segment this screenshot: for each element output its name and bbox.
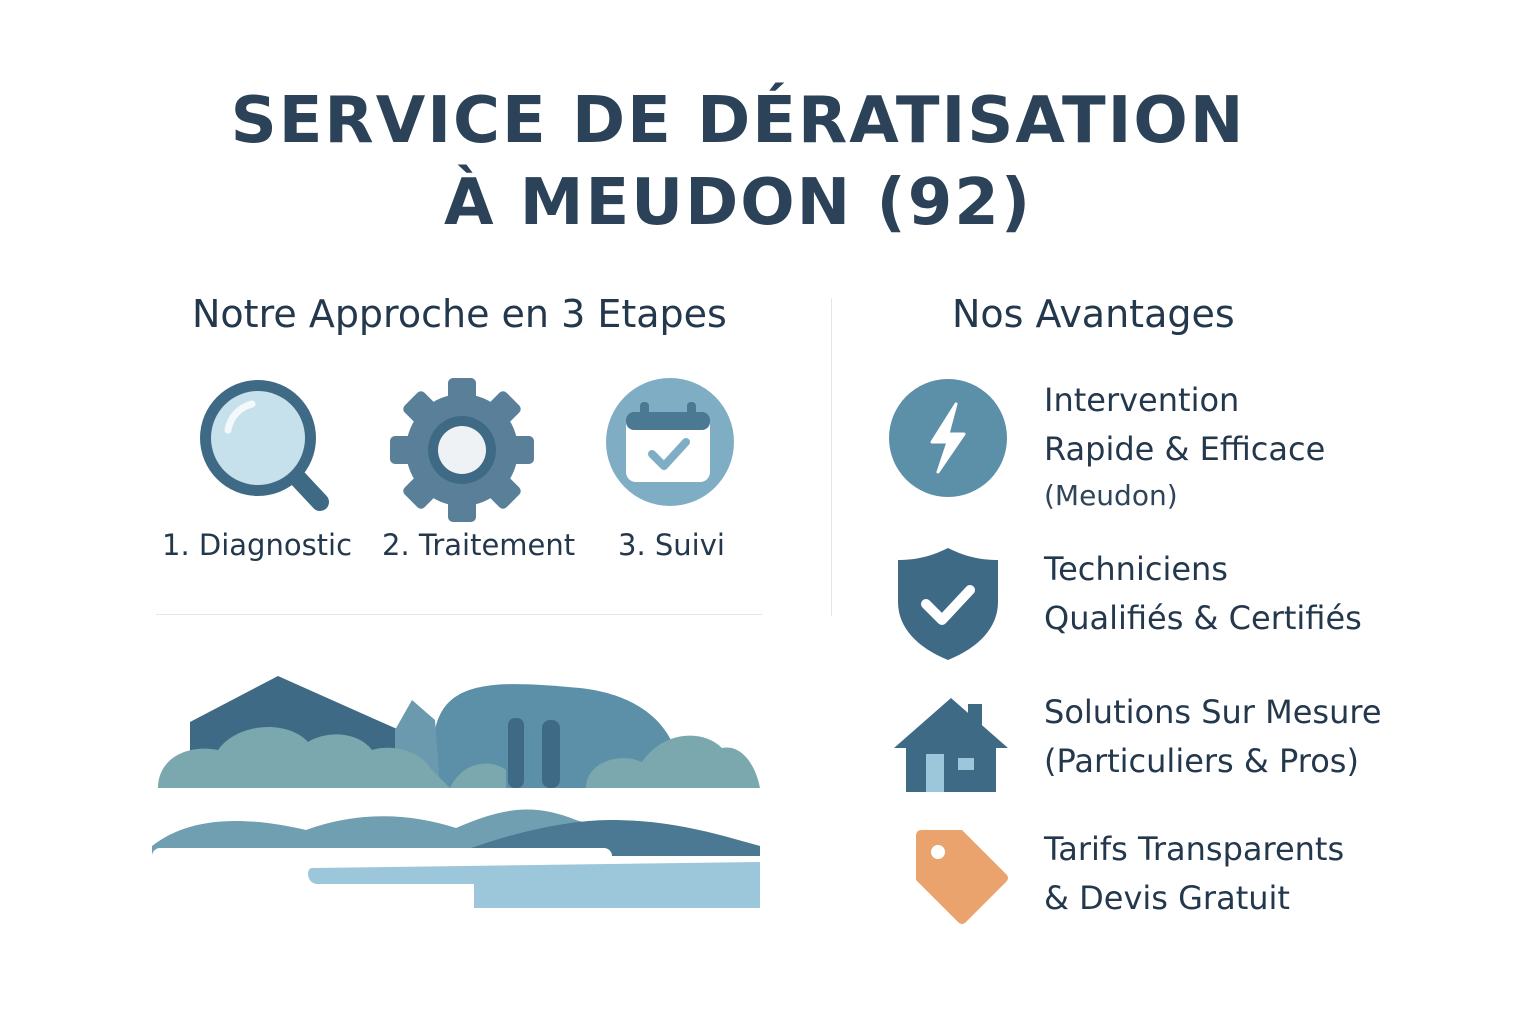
advantage-intervention-line-1: Intervention xyxy=(1044,381,1240,419)
page-title-line-1: SERVICE DE DÉRATISATION xyxy=(230,84,1246,158)
step-label-suivi: 3. Suivi xyxy=(618,528,725,562)
approach-section-title: Notre Approche en 3 Etapes xyxy=(192,292,727,336)
price-tag-icon xyxy=(916,830,1008,924)
calendar-check-icon xyxy=(606,378,734,506)
page-title-line-2: À MEUDON (92) xyxy=(443,166,1033,240)
advantage-intervention: Intervention Rapide & Efficace (Meudon) xyxy=(1044,376,1325,518)
landscape-illustration xyxy=(152,676,760,908)
advantage-tarifs: Tarifs Transparents & Devis Gratuit xyxy=(1044,825,1344,923)
gear-icon xyxy=(390,378,534,522)
advantage-tarifs-line-2: & Devis Gratuit xyxy=(1044,879,1290,917)
advantage-solutions: Solutions Sur Mesure (Particuliers & Pro… xyxy=(1044,688,1382,786)
magnifier-icon xyxy=(200,380,329,511)
advantage-techniciens-line-2: Qualifiés & Certifiés xyxy=(1044,599,1362,637)
page-title: SERVICE DE DÉRATISATION À MEUDON (92) xyxy=(0,80,1476,244)
house-icon xyxy=(894,698,1008,792)
advantage-techniciens-line-1: Techniciens xyxy=(1044,550,1228,588)
advantages-section-title: Nos Avantages xyxy=(952,292,1235,336)
lightning-icon xyxy=(889,379,1007,497)
advantage-techniciens: Techniciens Qualifiés & Certifiés xyxy=(1044,545,1362,643)
advantage-tarifs-line-1: Tarifs Transparents xyxy=(1044,830,1345,868)
advantage-intervention-line-2: Rapide & Efficace xyxy=(1044,430,1326,468)
advantage-solutions-line-2: (Particuliers & Pros) xyxy=(1044,742,1359,780)
vertical-divider xyxy=(831,298,832,616)
shield-check-icon xyxy=(898,548,998,660)
advantage-intervention-line-3: (Meudon) xyxy=(1044,479,1178,512)
step-label-traitement: 2. Traitement xyxy=(382,528,576,562)
horizontal-divider xyxy=(156,614,762,615)
step-label-diagnostic: 1. Diagnostic xyxy=(162,528,353,562)
advantage-solutions-line-1: Solutions Sur Mesure xyxy=(1044,693,1382,731)
